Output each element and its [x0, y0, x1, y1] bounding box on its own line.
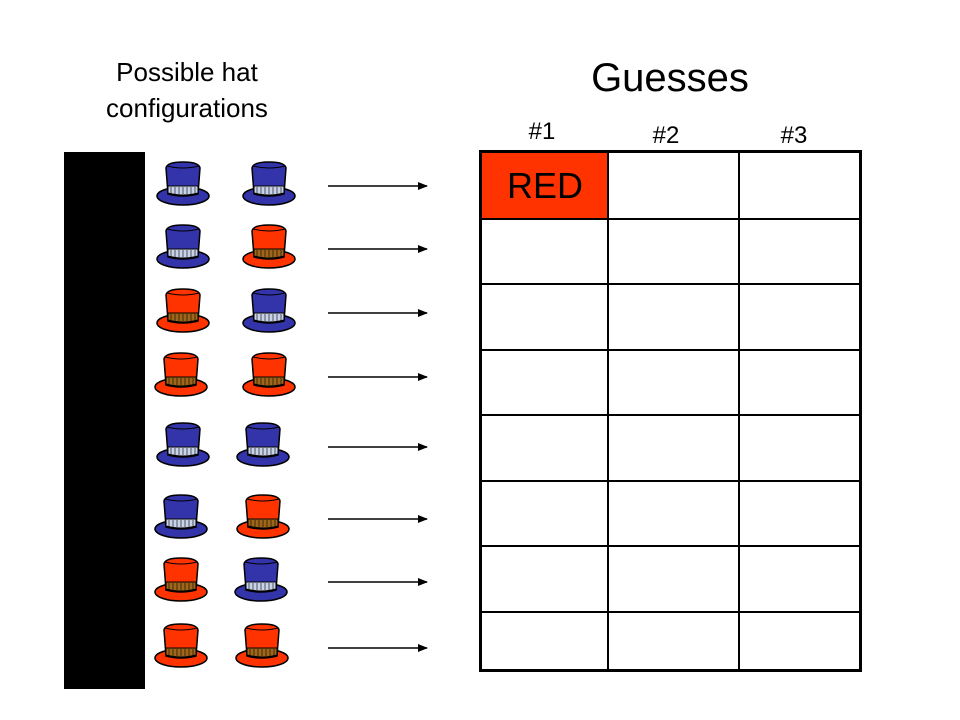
- guess-cell-r2-c2: [608, 219, 739, 284]
- hat-red-row8-1: [154, 623, 208, 668]
- hat-blue-row1-2: [242, 161, 296, 206]
- hat-red-row7-1: [154, 557, 208, 602]
- guess-cell-r7-c3: [739, 546, 859, 611]
- guess-cell-r8-c1: [482, 612, 608, 677]
- hat-red-row4-1: [154, 352, 208, 397]
- hat-red-row8-2: [235, 623, 289, 668]
- guess-row-8: [482, 612, 859, 677]
- hat-blue-row3-2: [242, 288, 296, 333]
- grid-row-divider: [482, 348, 859, 351]
- grid-column-divider: [738, 153, 740, 669]
- guess-cell-r5-c2: [608, 415, 739, 480]
- guess-cell-r8-c3: [739, 612, 859, 677]
- guesses-grid: RED: [479, 150, 862, 672]
- guess-cell-r6-c1: [482, 481, 608, 546]
- column-label-2: #2: [652, 122, 680, 149]
- hat-blue-row2-1: [156, 224, 210, 269]
- hat-red-row3-1: [156, 288, 210, 333]
- grid-row-divider: [482, 414, 859, 416]
- guess-cell-r5-c1: [482, 415, 608, 480]
- guess-cell-r2-c1: [482, 219, 608, 284]
- guess-cell-r1-c1: RED: [482, 153, 608, 218]
- hat-red-row6-2: [236, 494, 290, 539]
- guess-row-6: [482, 481, 859, 546]
- hidden-panel: [64, 152, 145, 689]
- guess-cell-r6-c3: [739, 481, 859, 546]
- guess-cell-r6-c2: [608, 481, 739, 546]
- guess-cell-r7-c1: [482, 546, 608, 611]
- hat-blue-row5-2: [236, 422, 290, 467]
- grid-row-divider: [482, 217, 859, 220]
- hat-red-row4-2: [242, 352, 296, 397]
- guess-cell-r4-c3: [739, 350, 859, 415]
- guess-cell-r3-c2: [608, 284, 739, 349]
- guess-cell-r4-c1: [482, 350, 608, 415]
- guess-row-7: [482, 546, 859, 611]
- column-label-3: #3: [780, 122, 808, 149]
- guess-row-4: [482, 350, 859, 415]
- grid-column-divider: [607, 153, 609, 669]
- guesses-title: Guesses: [591, 56, 749, 100]
- grid-row-divider: [482, 283, 859, 285]
- guess-cell-r3-c1: [482, 284, 608, 349]
- column-label-1: #1: [528, 118, 556, 145]
- hat-blue-row7-2: [234, 557, 288, 602]
- guess-cell-r3-c3: [739, 284, 859, 349]
- grid-row-divider: [482, 479, 859, 482]
- guess-cell-r8-c2: [608, 612, 739, 677]
- guess-row-5: [482, 415, 859, 480]
- hat-blue-row5-1: [156, 422, 210, 467]
- configurations-title: Possible hat configurations: [106, 57, 268, 123]
- guess-cell-r1-c2: [608, 153, 739, 218]
- grid-row-divider: [482, 610, 859, 613]
- hat-red-row2-2: [242, 224, 296, 269]
- guess-cell-r7-c2: [608, 546, 739, 611]
- hat-blue-row1-1: [156, 161, 210, 206]
- guess-cell-r1-c3: [739, 153, 859, 218]
- grid-row-divider: [482, 545, 859, 547]
- guess-cell-r4-c2: [608, 350, 739, 415]
- guess-cell-r2-c3: [739, 219, 859, 284]
- hat-blue-row6-1: [154, 494, 208, 539]
- guess-row-3: [482, 284, 859, 349]
- guess-row-1: RED: [482, 153, 859, 218]
- guess-cell-r5-c3: [739, 415, 859, 480]
- guess-row-2: [482, 219, 859, 284]
